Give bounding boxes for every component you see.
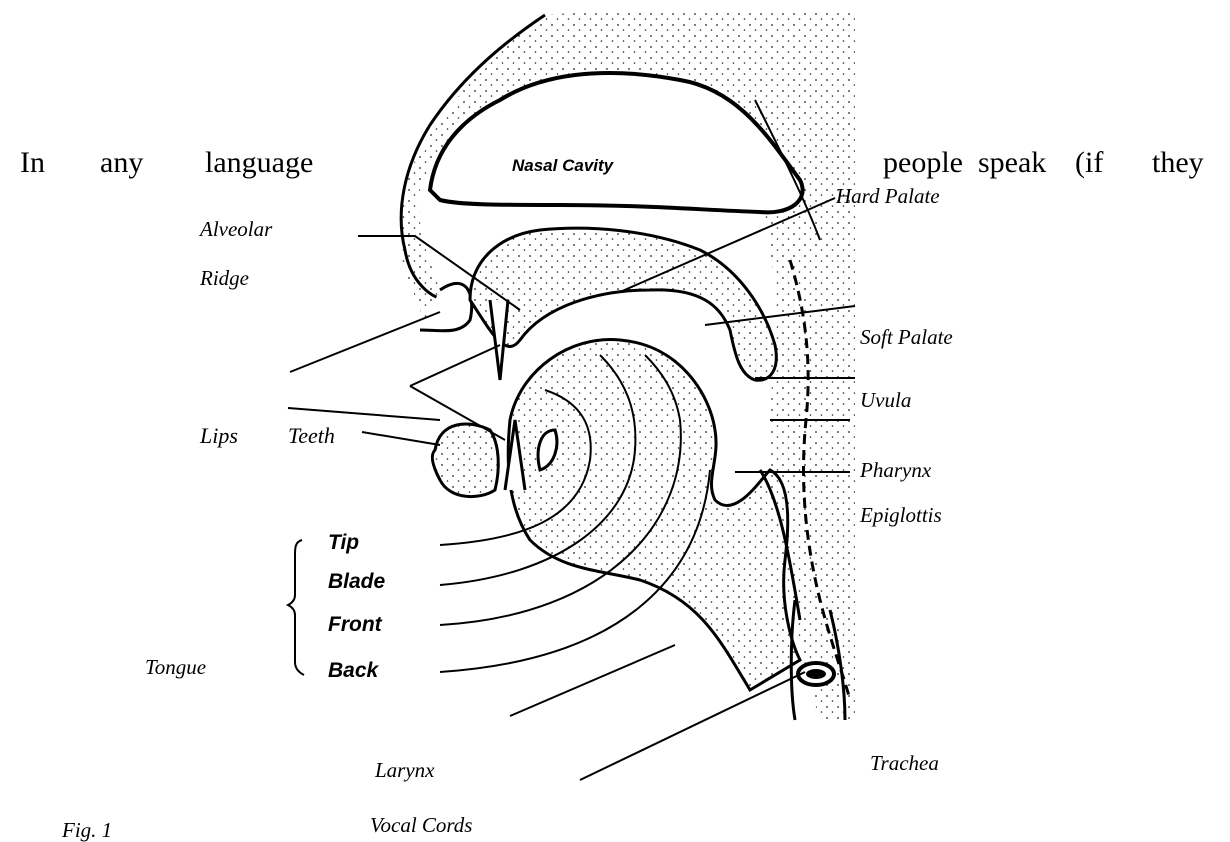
leader-larynx bbox=[510, 645, 675, 716]
label-alveolar: Alveolar bbox=[200, 219, 272, 240]
paragraph-word: they bbox=[1152, 148, 1204, 178]
tongue-bracket bbox=[288, 540, 304, 675]
label-epiglottis: Epiglottis bbox=[860, 505, 942, 526]
label-tongue-back: Back bbox=[328, 660, 378, 681]
label-trachea: Trachea bbox=[870, 753, 939, 774]
paragraph-word: speak bbox=[978, 148, 1046, 178]
upper-teeth bbox=[490, 300, 508, 380]
label-tongue-tip: Tip bbox=[328, 532, 359, 553]
paragraph-word: language bbox=[205, 148, 313, 178]
leader-trachea bbox=[580, 672, 805, 780]
label-ridge: Ridge bbox=[200, 268, 249, 289]
label-larynx: Larynx bbox=[375, 760, 435, 781]
label-teeth: Teeth bbox=[288, 425, 335, 447]
paragraph-word: (if bbox=[1075, 148, 1103, 178]
figure-caption: Fig. 1 bbox=[62, 820, 112, 841]
label-tongue-blade: Blade bbox=[328, 571, 385, 592]
lower-lip bbox=[432, 424, 498, 497]
leader-lips-upper bbox=[290, 312, 440, 372]
label-uvula: Uvula bbox=[860, 390, 911, 411]
label-nasal-cavity: Nasal Cavity bbox=[512, 157, 613, 174]
label-lips: Lips bbox=[200, 425, 238, 447]
label-tongue: Tongue bbox=[145, 657, 206, 678]
paragraph-word: any bbox=[100, 148, 143, 178]
label-hard-palate: Hard Palate bbox=[836, 186, 940, 207]
leader-lips-lower bbox=[288, 408, 440, 420]
label-vocal-cords: Vocal Cords bbox=[370, 815, 472, 836]
paragraph-word: people bbox=[883, 148, 963, 178]
label-tongue-front: Front bbox=[328, 614, 382, 635]
label-pharynx: Pharynx bbox=[860, 460, 931, 481]
label-soft-palate: Soft Palate bbox=[860, 327, 953, 348]
paragraph-word: In bbox=[20, 148, 45, 178]
leader-teeth-label bbox=[362, 432, 440, 445]
